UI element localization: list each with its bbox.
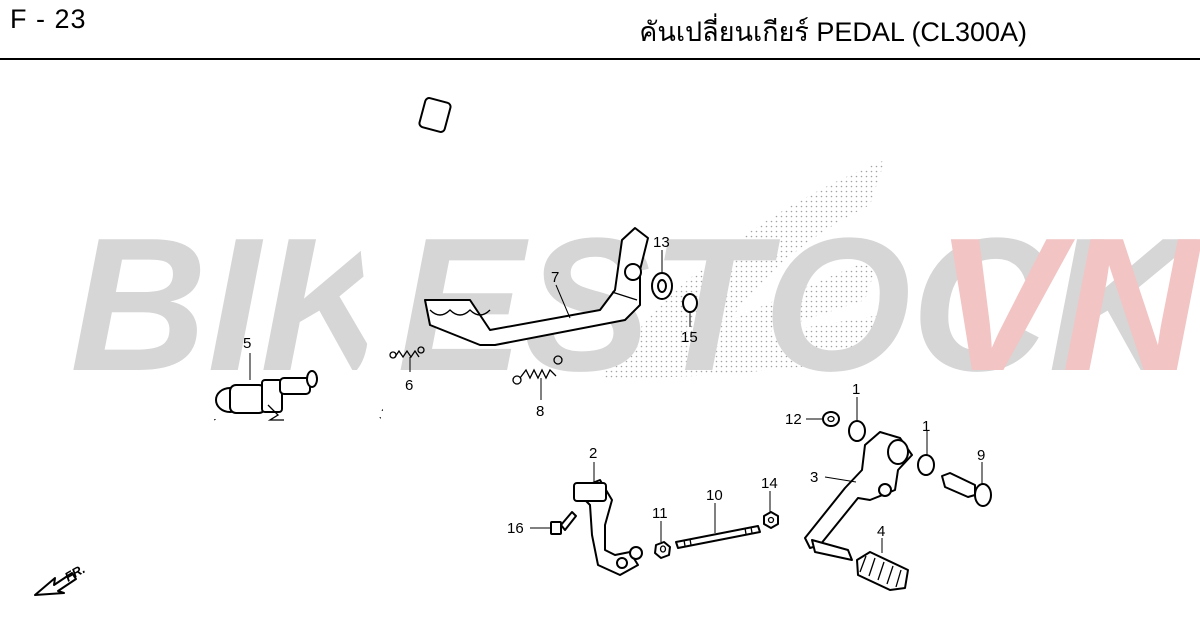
part-5-switch-cable — [213, 97, 452, 439]
callout-8: 8 — [536, 403, 544, 420]
part-15-circlip — [682, 293, 698, 313]
callout-11: 11 — [652, 505, 668, 522]
part-1-seal-a — [848, 420, 866, 442]
part-16-bolt — [550, 511, 577, 535]
header-divider — [0, 58, 1200, 60]
part-2-link — [573, 479, 643, 576]
front-direction-marker: FR. — [34, 561, 88, 596]
callout-10: 10 — [706, 487, 723, 504]
part-14-nut — [763, 511, 779, 529]
part-1-seal-b — [917, 454, 935, 476]
part-7-pedal — [424, 227, 649, 346]
part-4-rubber — [856, 551, 909, 591]
part-10-rod — [675, 525, 761, 549]
page-code: F - 23 — [10, 4, 87, 34]
callout-7: 7 — [551, 269, 559, 286]
leader-lines — [249, 250, 983, 553]
callout-14: 14 — [761, 475, 778, 492]
part-6-spring — [389, 346, 425, 359]
callout-5: 5 — [243, 335, 251, 352]
callout-1a: 1 — [852, 381, 860, 398]
callout-9: 9 — [977, 447, 985, 464]
page-title: คันเปลี่ยนเกียร์ PEDAL (CL300A) — [639, 17, 1027, 47]
part-12-washer — [822, 411, 840, 427]
callout-16: 16 — [507, 520, 524, 537]
callout-2: 2 — [589, 445, 597, 462]
part-13-washer — [651, 272, 673, 300]
part-8-spring — [512, 355, 563, 385]
arrow-icon — [34, 572, 77, 596]
part-3-shift-lever — [804, 431, 913, 561]
callout-1b: 1 — [922, 418, 930, 435]
callout-6: 6 — [405, 377, 413, 394]
callout-12: 12 — [785, 411, 802, 428]
wing-logo-shape — [600, 160, 885, 380]
callout-3: 3 — [810, 469, 818, 486]
part-11-nut — [654, 541, 671, 559]
part-9-pin — [941, 472, 992, 507]
callout-15: 15 — [681, 329, 698, 346]
callout-4: 4 — [877, 523, 885, 540]
callout-13: 13 — [653, 234, 670, 251]
watermark-text-red: VN — [935, 199, 1200, 411]
